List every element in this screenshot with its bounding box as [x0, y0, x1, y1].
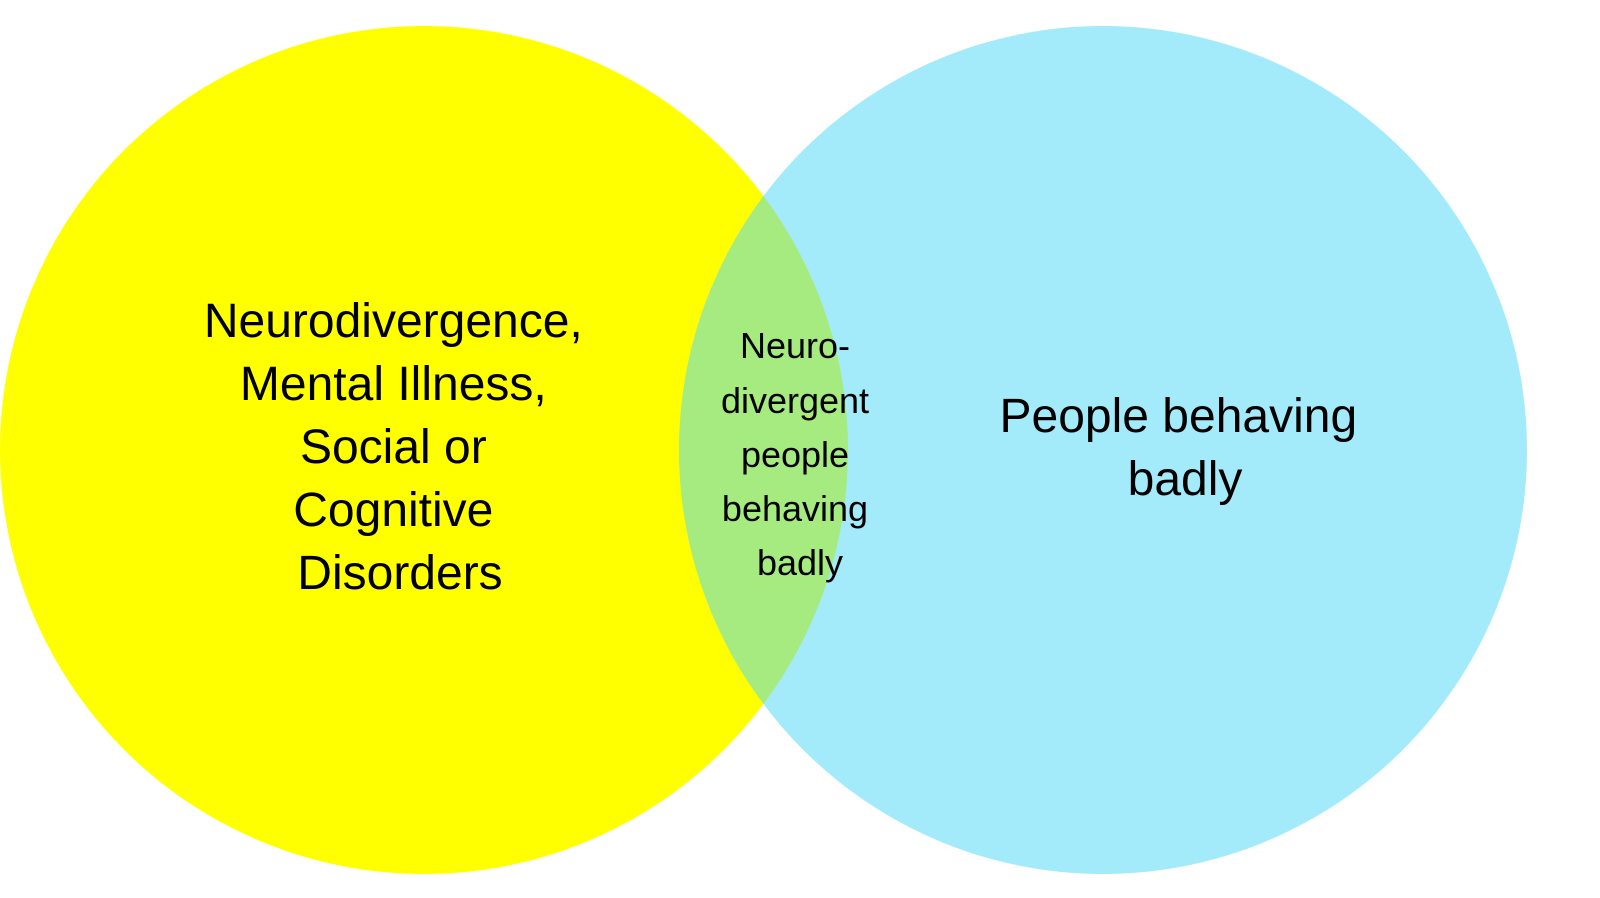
left-set-label: Neurodivergence, Mental Illness, Social … — [204, 295, 596, 600]
intersection-label: Neuro- divergent people behaving badly — [721, 325, 879, 583]
intersection-label-line: Neuro- — [740, 325, 850, 366]
right-label-line: People behaving — [1000, 390, 1358, 443]
right-set-label: People behaving badly — [1000, 390, 1371, 506]
intersection-label-line: behaving — [722, 488, 868, 529]
intersection-label-line: divergent — [721, 380, 869, 421]
left-label-line: Cognitive — [293, 484, 493, 537]
left-label-line: Neurodivergence, — [204, 295, 583, 348]
left-label-line: Disorders — [297, 547, 502, 600]
right-label-line: badly — [1128, 453, 1243, 506]
left-label-line: Mental Illness, — [240, 358, 547, 411]
intersection-label-line: badly — [757, 542, 843, 583]
intersection-label-line: people — [741, 434, 849, 475]
set-circle-left — [0, 26, 848, 874]
left-label-line: Social or — [300, 421, 487, 474]
set-circle-right — [679, 26, 1527, 874]
